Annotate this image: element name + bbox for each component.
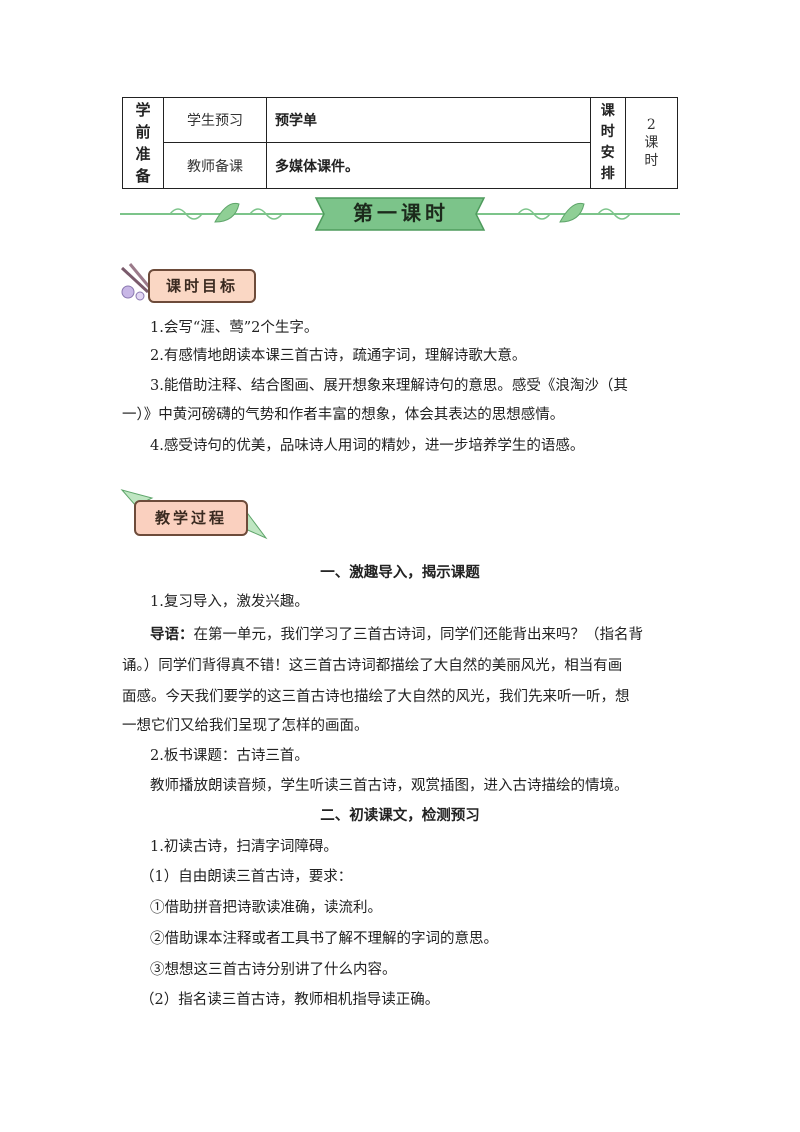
time-label-char: 安 bbox=[600, 145, 615, 161]
prep-key-teacher: 教师备课 bbox=[163, 142, 267, 189]
time-label-char: 课 bbox=[600, 103, 615, 119]
lesson-title: 第一课时 bbox=[353, 201, 449, 225]
leaf-left-icon bbox=[214, 202, 240, 223]
prep-label-char: 前 bbox=[135, 123, 151, 141]
intro-text: 诵。）同学们背得真不错！这三首古诗词都描绘了大自然的美丽风光，相当有画 bbox=[122, 658, 623, 674]
prep-label-char: 备 bbox=[135, 167, 151, 185]
leaf-right-icon bbox=[559, 202, 585, 223]
prep-value-teacher: 多媒体课件。 bbox=[266, 142, 591, 189]
prep-key-student: 学生预习 bbox=[163, 97, 267, 143]
section-heading: 一、激趣导入，揭示课题 bbox=[320, 564, 480, 581]
prep-label-char: 学 bbox=[135, 101, 151, 119]
section-heading: 二、初读课文，检测预习 bbox=[320, 807, 480, 824]
goal-item: 2.有感情地朗读本课三首古诗，疏通字词，理解诗歌大意。 bbox=[150, 348, 527, 364]
process-paragraph: （1）自由朗读三首古诗，要求： bbox=[140, 869, 353, 885]
goals-badge: 课时目标 bbox=[148, 269, 256, 303]
process-paragraph: 教师播放朗读音频，学生听读三首古诗，观赏插图，进入古诗描绘的情境。 bbox=[150, 778, 629, 794]
time-label-char: 排 bbox=[600, 166, 615, 182]
vine-left-icon bbox=[169, 208, 283, 220]
lesson-banner bbox=[120, 197, 680, 231]
intro-text: 面感。今天我们要学的这三首古诗也描绘了大自然的风光，我们先来听一听，想 bbox=[122, 689, 630, 705]
time-value-char: 2 bbox=[646, 117, 656, 133]
process-paragraph: 1.复习导入，激发兴趣。 bbox=[150, 594, 309, 610]
process-paragraph: ①借助拼音把诗歌读准确，读流利。 bbox=[150, 900, 382, 916]
goal-item: 一）》中黄河磅礴的气势和作者丰富的想象，体会其表达的思想感情。 bbox=[122, 407, 565, 423]
time-label-char: 时 bbox=[600, 124, 615, 140]
goal-item: 3.能借助注释、结合图画、展开想象来理解诗句的意思。感受《浪淘沙（其 bbox=[150, 378, 628, 394]
brush-icon bbox=[120, 263, 152, 301]
intro-text: 在第一单元，我们学习了三首古诗词，同学们还能背出来吗？（指名背 bbox=[193, 627, 644, 643]
goal-item: 4.感受诗句的优美，品味诗人用词的精妙，进一步培养学生的语感。 bbox=[150, 438, 585, 454]
banner-ribbon bbox=[314, 197, 486, 231]
prep-label-char: 准 bbox=[135, 145, 151, 163]
process-paragraph: 2.板书课题：古诗三首。 bbox=[150, 748, 309, 764]
prep-value-student: 预学单 bbox=[266, 97, 591, 143]
intro-text: 一想它们又给我们呈现了怎样的画面。 bbox=[122, 718, 369, 734]
goal-item: 1.会写“涯、莺”2个生字。 bbox=[150, 320, 319, 336]
time-label: 课 时 安 排 bbox=[589, 97, 626, 189]
time-value-char: 时 bbox=[644, 153, 659, 169]
process-paragraph: ③想想这三首古诗分别讲了什么内容。 bbox=[150, 962, 397, 978]
vine-right-icon bbox=[517, 208, 631, 220]
prep-table: 学 前 准 备 学生预习 预学单 课 时 安 排 2 课 时 教师备课 多媒体课… bbox=[122, 97, 679, 189]
prep-row-label: 学 前 准 备 bbox=[122, 97, 164, 189]
time-value-char: 课 bbox=[644, 135, 659, 151]
time-value: 2 课 时 bbox=[624, 97, 679, 189]
intro-paragraph: 导语：在第一单元，我们学习了三首古诗词，同学们还能背出来吗？（指名背 bbox=[150, 625, 643, 645]
process-paragraph: ②借助课本注释或者工具书了解不理解的字词的意思。 bbox=[150, 931, 498, 947]
intro-label: 导语： bbox=[150, 626, 194, 643]
process-badge: 教学过程 bbox=[134, 500, 248, 536]
process-paragraph: 1.初读古诗，扫清字词障碍。 bbox=[150, 839, 338, 855]
process-paragraph: （2）指名读三首古诗，教师相机指导读正确。 bbox=[140, 992, 440, 1008]
